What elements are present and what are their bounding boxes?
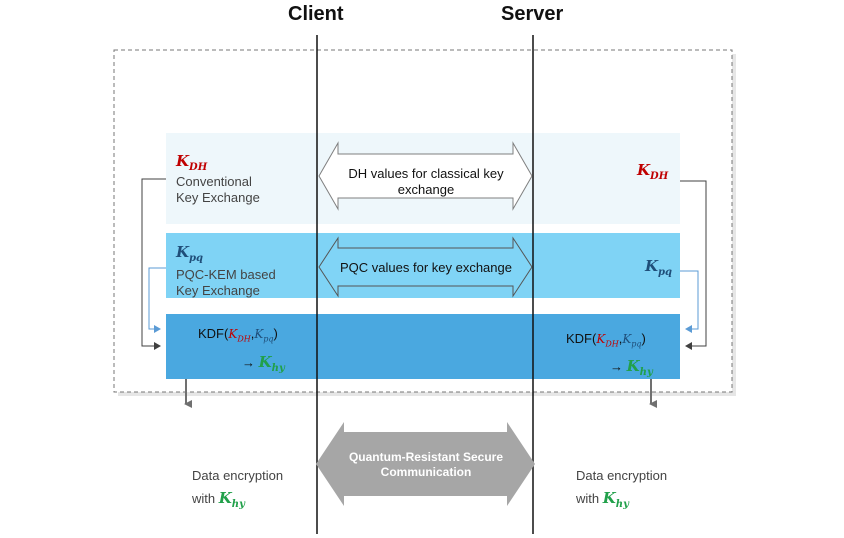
- secure-channel-arrow: [316, 422, 535, 506]
- client-heading: Client: [288, 3, 344, 25]
- secure-channel-label: Quantum-Resistant Secure Communication: [348, 450, 504, 479]
- dh-message-label: DH values for classical key exchange: [348, 166, 504, 197]
- client-hybrid-key-output: → Khy: [242, 353, 285, 374]
- pqc-message-label: PQC values for key exchange: [340, 260, 512, 275]
- client-pq-connector: [148, 267, 166, 333]
- server-kdf-formula: KDF(KDH,Kpq): [566, 331, 646, 349]
- server-pq-connector: [680, 270, 699, 333]
- server-dh-connector: [680, 180, 707, 350]
- client-data-encryption-label: Data encryption with Khy: [192, 468, 284, 510]
- client-dh-connector: [141, 178, 166, 350]
- server-data-encryption-label: Data encryption with Khy: [576, 468, 668, 510]
- client-pq-key: Kpq: [176, 243, 204, 264]
- kdf-band: [166, 314, 680, 379]
- conventional-key-exchange-label: Conventional Key Exchange: [176, 174, 260, 205]
- client-kdf-formula: KDF(KDH,Kpq): [198, 326, 278, 344]
- server-heading: Server: [501, 3, 564, 25]
- pqc-exchange-arrow: [318, 236, 533, 298]
- client-dh-key: KDH: [176, 152, 208, 173]
- server-pq-key: Kpq: [645, 257, 673, 278]
- server-hybrid-key-output: → Khy: [610, 357, 653, 378]
- server-dh-key: KDH: [637, 161, 669, 182]
- dh-exchange-arrow: [318, 141, 533, 211]
- pqc-key-exchange-label: PQC-KEM based Key Exchange: [176, 267, 276, 298]
